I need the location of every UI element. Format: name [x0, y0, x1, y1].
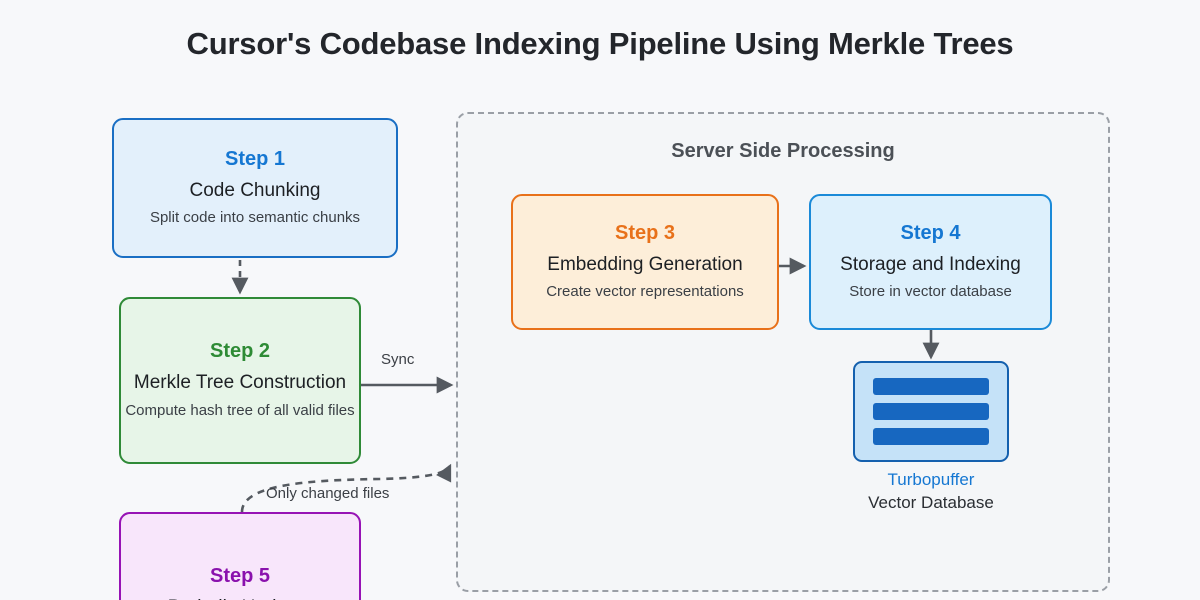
step-3-description: Create vector representations: [546, 283, 744, 301]
step-3-label: Step 3: [614, 221, 676, 244]
server-group-label: Server Side Processing: [671, 140, 895, 162]
step-3-title: Embedding Generation: [547, 253, 743, 275]
database-subtitle-label: Vector Database: [868, 493, 994, 512]
step-1-description: Split code into semantic chunks: [149, 209, 361, 227]
node-step-1-code-chunking[interactable]: Step 1 Code Chunking Split code into sem…: [112, 118, 398, 258]
step-1-label: Step 1: [224, 147, 286, 170]
node-step-3-embedding-generation[interactable]: Step 3 Embedding Generation Create vecto…: [511, 194, 779, 330]
step-2-description: Compute hash tree of all valid files: [125, 401, 355, 419]
node-step-2-merkle-tree-construction[interactable]: Step 2 Merkle Tree Construction Compute …: [119, 297, 361, 464]
page-title: Cursor's Codebase Indexing Pipeline Usin…: [186, 26, 1014, 61]
step-5-title: Periodic Updates: [168, 597, 313, 600]
step-1-title: Code Chunking: [189, 179, 321, 201]
step-2-label: Step 2: [209, 340, 271, 362]
step-4-title: Storage and Indexing: [840, 253, 1021, 275]
step-4-label: Step 4: [900, 221, 961, 244]
database-bar: [873, 403, 989, 420]
step-5-label: Step 5: [209, 564, 271, 587]
database-bar: [873, 428, 989, 445]
step-4-description: Store in vector database: [849, 283, 1012, 301]
node-step-5-periodic-updates[interactable]: Step 5 Periodic Updates: [119, 512, 361, 600]
server-side-processing-group: Server Side Processing: [456, 112, 1110, 592]
database-bars-icon[interactable]: [853, 361, 1009, 462]
database-name-label: Turbopuffer: [887, 470, 975, 489]
edge-label-sync: Sync: [381, 351, 415, 368]
node-step-4-storage-and-indexing[interactable]: Step 4 Storage and Indexing Store in vec…: [809, 194, 1052, 330]
step-2-title: Merkle Tree Construction: [133, 372, 347, 393]
database-bar: [873, 378, 989, 395]
edge-label-only-changed-files: Only changed files: [266, 485, 390, 502]
